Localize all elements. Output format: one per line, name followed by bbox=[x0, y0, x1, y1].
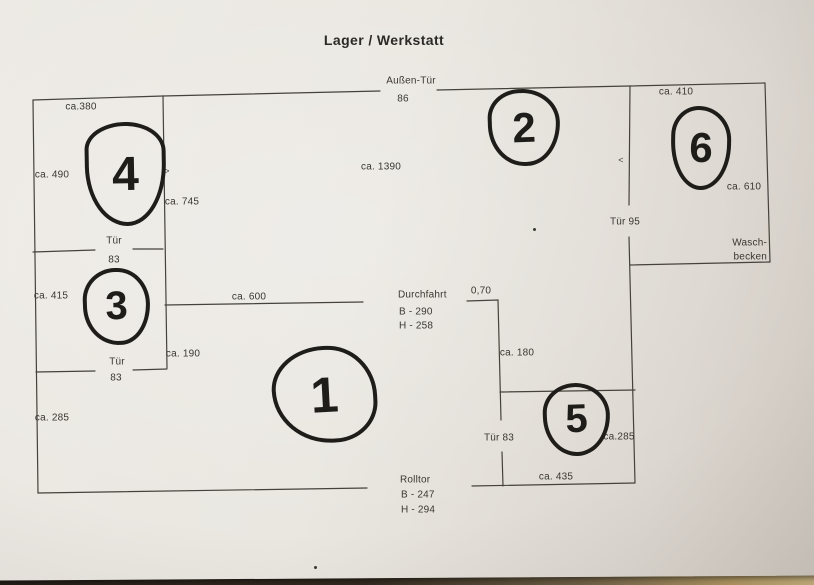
tuer-room3-size: 83 bbox=[110, 372, 122, 384]
right-inner-wall-with-tuer95-gap bbox=[628, 85, 636, 484]
room5-top-wall bbox=[499, 389, 636, 393]
room-number-6: 6 bbox=[688, 123, 714, 172]
dim-070: 0,70 bbox=[470, 285, 492, 297]
chevron-left-mark: < bbox=[618, 155, 624, 165]
room-number-4: 4 bbox=[111, 147, 140, 201]
tuer-room4-size: 83 bbox=[108, 254, 120, 266]
durchfahrt-height: H - 258 bbox=[399, 320, 434, 332]
room-number-5: 5 bbox=[564, 396, 589, 442]
durchfahrt-title: Durchfahrt bbox=[398, 289, 447, 301]
hall-top-wall-with-aussen-tuer-gap bbox=[162, 85, 631, 97]
room4-room3-wall-with-door-gap bbox=[32, 248, 164, 253]
left-rooms-right-wall bbox=[162, 95, 168, 369]
outer-bottom-wall-with-rolltor-gap bbox=[37, 482, 636, 494]
chevron-right-mark: > bbox=[164, 166, 170, 176]
dim-ca610: ca. 610 bbox=[726, 181, 762, 193]
dim-ca415: ca. 415 bbox=[33, 290, 69, 302]
dim-ca285-right: ca.285 bbox=[603, 431, 635, 443]
washroom-top-wall bbox=[629, 82, 766, 87]
tuer-room4-word: Tür bbox=[106, 235, 122, 247]
dim-ca190: ca. 190 bbox=[165, 348, 201, 360]
tuer-room3-word: Tür bbox=[109, 356, 125, 368]
page-title: Lager / Werkstatt bbox=[323, 32, 445, 48]
tuer83-room5-label: Tür 83 bbox=[483, 432, 515, 444]
tuer95-label: Tür 95 bbox=[609, 216, 641, 228]
dim-ca380: ca.380 bbox=[65, 101, 97, 113]
rolltor-width: B - 247 bbox=[401, 489, 435, 501]
waschbecken-label-line1: Wasch- bbox=[732, 237, 767, 249]
dim-ca745: ca. 745 bbox=[164, 196, 200, 208]
washroom-bottom-wall bbox=[629, 261, 771, 266]
dim-ca1390: ca. 1390 bbox=[361, 161, 401, 173]
ca600-partition-wall bbox=[164, 301, 364, 306]
dim-ca285-left: ca. 285 bbox=[34, 412, 70, 424]
room-number-3: 3 bbox=[104, 283, 129, 329]
dim-ca600: ca. 600 bbox=[231, 291, 267, 303]
aussen-tuer-size: 86 bbox=[397, 93, 409, 105]
room3-bottom-wall-with-door-gap bbox=[35, 368, 168, 373]
dim-ca410: ca. 410 bbox=[658, 86, 694, 98]
room-number-2: 2 bbox=[511, 103, 537, 151]
outer-left-wall bbox=[32, 99, 39, 494]
durchfahrt-right-wall-with-door-gap bbox=[466, 299, 504, 487]
dim-ca435: ca. 435 bbox=[538, 471, 574, 483]
paper-speck bbox=[314, 566, 317, 569]
dim-ca490: ca. 490 bbox=[34, 169, 70, 181]
rolltor-title: Rolltor bbox=[400, 474, 431, 486]
room-number-1: 1 bbox=[309, 365, 340, 424]
outer-right-wall bbox=[764, 82, 771, 263]
durchfahrt-width: B - 290 bbox=[399, 306, 433, 318]
rolltor-height: H - 294 bbox=[401, 504, 436, 516]
aussen-tuer-label: Außen-Tür bbox=[386, 75, 436, 87]
waschbecken-label-line2: becken bbox=[733, 251, 767, 263]
dim-ca180: ca. 180 bbox=[499, 347, 535, 359]
paper-speck bbox=[533, 228, 536, 231]
room4-top-wall bbox=[32, 95, 164, 101]
